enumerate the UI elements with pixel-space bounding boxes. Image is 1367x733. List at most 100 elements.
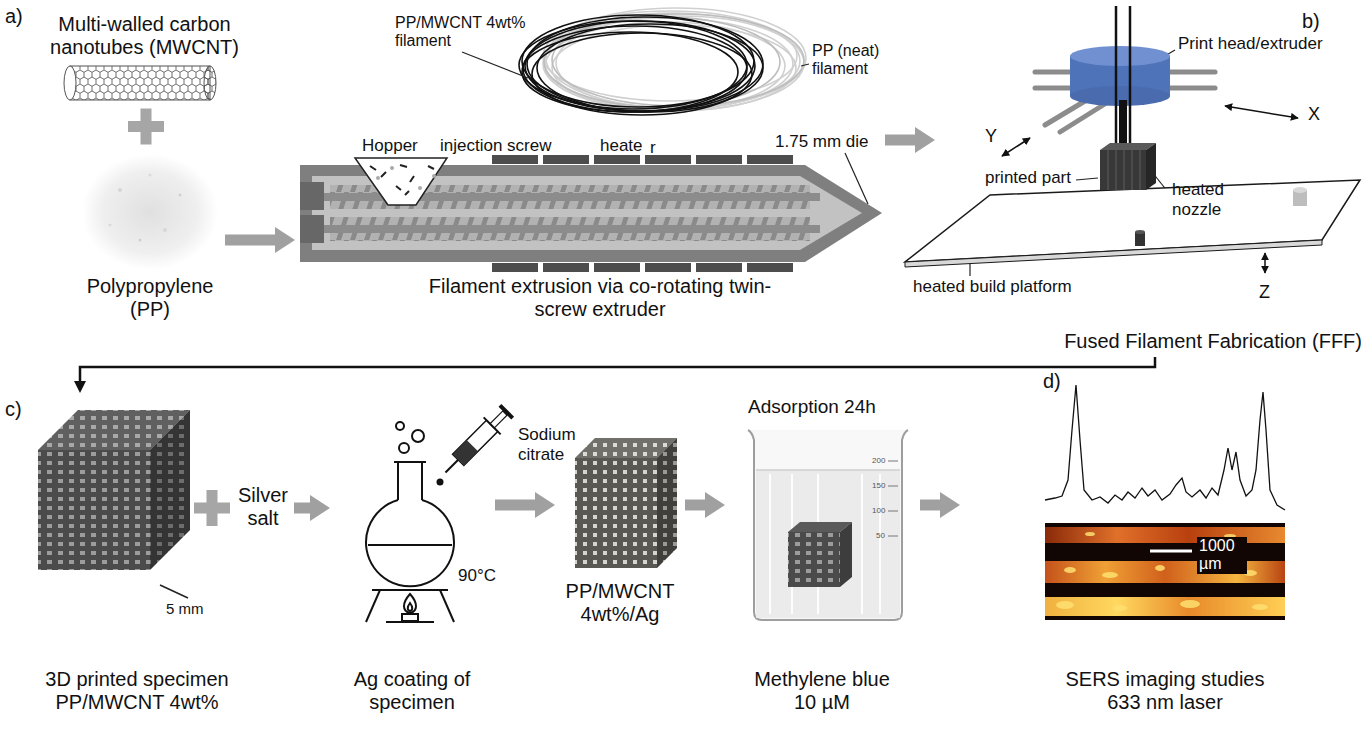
part-label: Hopper: [362, 136, 418, 156]
polymer-powder: [82, 154, 218, 270]
coated-lattice: [575, 458, 657, 568]
twin-screw-extruder: [696, 155, 742, 164]
volume-mark: 100: [872, 506, 885, 515]
flask-heater: [397, 462, 399, 500]
polymer-powder: [139, 239, 142, 242]
nanotube-image: [64, 66, 76, 100]
twin-screw-extruder: [696, 263, 742, 272]
printed-lattice: [160, 585, 188, 598]
flask-heater: [408, 603, 413, 611]
temperature-label: 90°C: [458, 566, 496, 586]
stage-caption: Polypropylene (PP): [75, 275, 225, 321]
material-stage: Multi-walled carbon nanotubes (MWCNT): [20, 8, 270, 108]
beaker: [756, 469, 900, 471]
flask-heater: [386, 621, 434, 623]
flask-heater: [440, 590, 454, 622]
caption-block: Multi-walled carbon nanotubes (MWCNT): [37, 13, 252, 59]
polymer-powder: [82, 154, 218, 270]
syringe: [484, 417, 501, 434]
syringe: [453, 420, 498, 465]
beaker: [770, 474, 880, 614]
beaker: [748, 430, 908, 620]
fff-printer: [905, 6, 1360, 273]
material-stage: Polypropylene (PP): [75, 145, 225, 325]
fff-printer: [1108, 150, 1140, 190]
printed-lattice: [38, 450, 150, 570]
plus-sign: [194, 490, 230, 526]
stage-caption: Ag coating of specimen: [337, 668, 487, 714]
nanotube-image: [70, 66, 210, 100]
stage-caption: Multi-walled carbon nanotubes (MWCNT): [37, 13, 252, 59]
twin-screw-extruder: [492, 263, 538, 272]
fff-printer: [1146, 143, 1156, 190]
twin-screw-extruder: [594, 155, 640, 164]
panel-letter: a): [5, 5, 23, 28]
sers-map: [1045, 527, 1285, 543]
beaker: [788, 532, 840, 587]
beaker: [748, 430, 908, 620]
twin-screw-extruder: [747, 263, 793, 272]
printed-lattice: [38, 410, 190, 598]
fff-printer: [1225, 106, 1298, 118]
sers-map: [1113, 605, 1127, 611]
fff-printer: [1293, 187, 1307, 193]
polymer-powder: [109, 224, 112, 227]
flask-heater: [399, 443, 409, 453]
flow-arrow: [294, 503, 310, 514]
caption-block: SERS imaging studies 633 nm laser: [1055, 668, 1275, 714]
coating-stage: Ag coating of specimen: [330, 395, 495, 720]
axis-label: X: [1308, 104, 1320, 125]
polymer-powder: [179, 194, 182, 197]
scale-label: 1000 µm: [1197, 537, 1247, 574]
sers-spectrum: [1045, 385, 1285, 510]
caption-block: Silver salt: [232, 484, 294, 530]
plus-sign: [207, 490, 218, 526]
caption-block: Methylene blue 10 µM: [747, 668, 897, 714]
twin-screw-extruder: [370, 165, 434, 195]
coated-specimen-stage: PP/MWCNT 4wt%/Ag: [555, 425, 685, 640]
fff-printer: [1129, 6, 1132, 143]
fff-printer: [1264, 253, 1266, 273]
twin-screw-extruder: [492, 155, 538, 164]
twin-screw-extruder: [300, 215, 324, 243]
twin-screw-extruder: [300, 193, 820, 201]
flask-heater: [368, 544, 452, 546]
flow-arrow: [495, 500, 535, 511]
caption-block: Fused Filament Fabrication (FFF): [1040, 330, 1362, 353]
fff-printer: [1135, 232, 1145, 246]
twin-screw-extruder: [390, 166, 394, 170]
stage-caption: SERS imaging studies 633 nm laser: [1055, 668, 1275, 714]
syringe: [437, 402, 516, 481]
scale-label: 5 mm: [166, 600, 204, 617]
flask-heater: [366, 590, 380, 622]
polymer-powder: [149, 174, 152, 177]
polymer-powder: [163, 228, 167, 232]
coated-lattice: [575, 438, 677, 568]
beaker: [840, 522, 852, 587]
flask-heater: [404, 594, 416, 613]
flask-heater: [372, 589, 448, 591]
sers-map: [1056, 601, 1074, 609]
stage-caption: 3D printed specimen PP/MWCNT 4wt%: [32, 668, 242, 714]
caption-block: Polypropylene (PP): [75, 275, 225, 321]
filament-coil: [544, 17, 780, 107]
flask-heater: [366, 500, 454, 586]
reagent-stage: Silver salt: [232, 484, 294, 534]
fff-printer: [1060, 102, 1108, 132]
part-label: printed part: [985, 168, 1071, 188]
coated-lattice: [657, 438, 677, 568]
leader-line: [1076, 178, 1098, 180]
caption-block: Ag coating of specimen: [337, 668, 487, 714]
stage-caption: Filament extrusion via co-rotating twin-…: [420, 275, 780, 321]
twin-screw-extruder: [645, 263, 691, 272]
volume-mark: 50: [876, 531, 885, 540]
part-label: heated build platform: [913, 277, 1072, 297]
twin-screw-extruder: [376, 176, 380, 180]
fff-printer: [1100, 150, 1146, 190]
twin-screw-extruder: [594, 263, 640, 272]
flask-heater: [366, 422, 454, 622]
twin-screw-extruder: [355, 158, 447, 205]
caption-block: PP/MWCNT 4wt%/Ag: [560, 580, 680, 626]
stage-caption: Silver salt: [232, 484, 294, 530]
